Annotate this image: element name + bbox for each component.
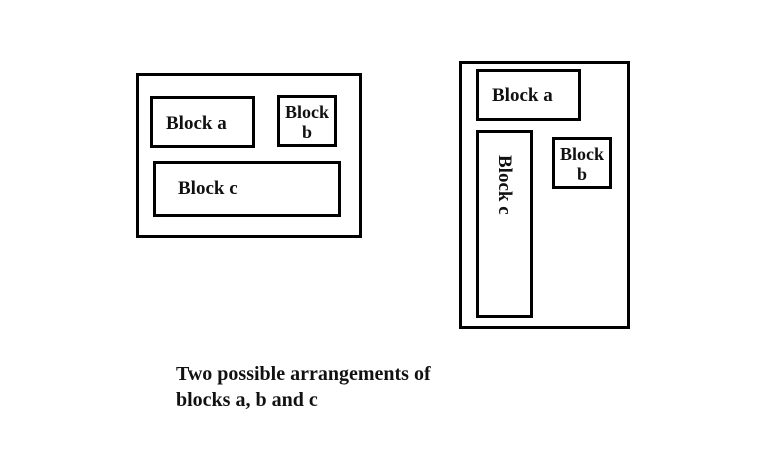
diagram-caption: Two possible arrangements of blocks a, b… <box>176 361 431 413</box>
arrangement-2-block-c: Block c <box>476 130 533 318</box>
block-b-label: Block b <box>280 102 334 142</box>
block-b-label-line1: Block <box>284 102 329 122</box>
block-c-label: Block c <box>178 178 238 199</box>
arrangement-2-block-a: Block a <box>476 69 581 121</box>
arrangement-1-block-c: Block c <box>153 161 341 217</box>
caption-line-2: blocks a, b and c <box>176 389 318 411</box>
block-b-label-line2: b <box>576 164 587 184</box>
block-b-label-line1: Block <box>559 144 604 164</box>
arrangement-1-block-a: Block a <box>150 96 255 148</box>
block-a-label: Block a <box>492 85 553 106</box>
block-a-label: Block a <box>166 113 227 134</box>
block-b-label-line2: b <box>301 122 312 142</box>
block-c-label: Block c <box>494 155 515 215</box>
block-b-label: Block b <box>555 144 609 184</box>
arrangement-2-block-b: Block b <box>552 137 612 189</box>
caption-line-1: Two possible arrangements of <box>176 363 431 385</box>
arrangement-1-block-b: Block b <box>277 95 337 147</box>
